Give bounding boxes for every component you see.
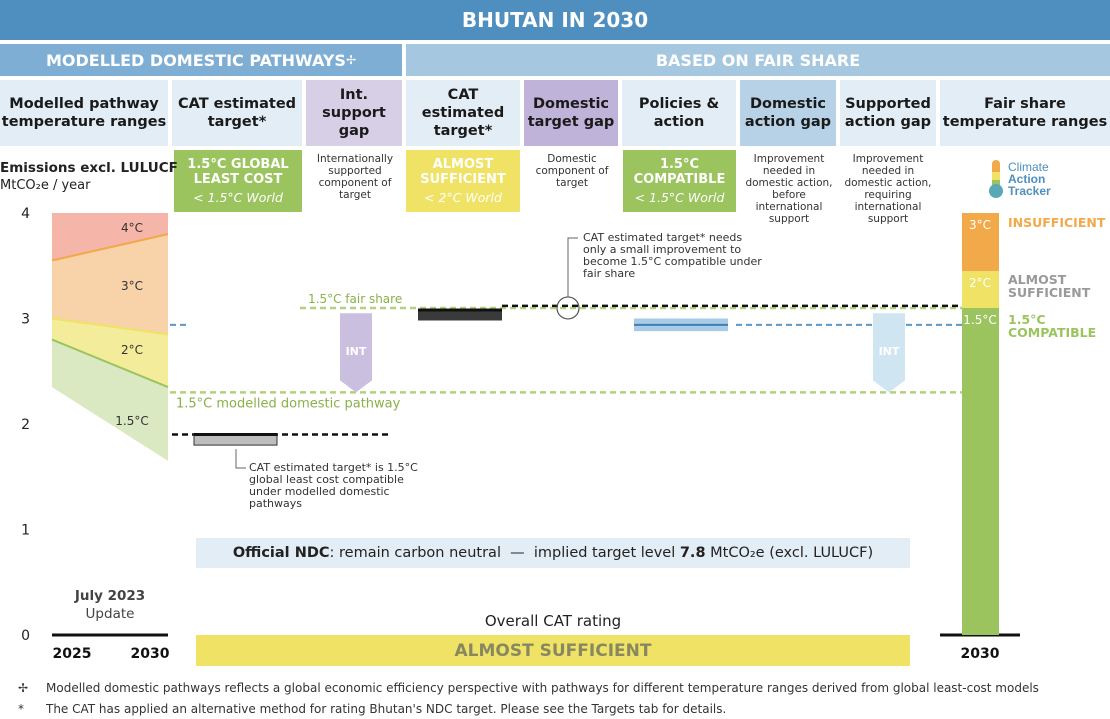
col-domestic-target-gap: Domestic target gap	[524, 80, 618, 146]
annotation-fair-target: CAT estimated target* needs only a small…	[583, 231, 762, 280]
modelled-label-3: 1.5°C	[115, 414, 148, 428]
y-tick-1: 1	[21, 523, 30, 539]
annotation-modelled-target: CAT estimated target* is 1.5°C global le…	[249, 461, 418, 510]
ndc-bold: Official NDC	[232, 545, 330, 561]
int-arrow-1-label: INT	[346, 345, 367, 358]
band-3c	[52, 234, 168, 335]
modelled-label-2: 2°C	[121, 343, 143, 357]
modelled-header-text: MODELLED DOMESTIC PATHWAYS	[46, 50, 346, 70]
ndc-box: Official NDC: remain carbon neutral — im…	[196, 538, 910, 568]
int-arrow-1	[340, 313, 372, 393]
callout-modelled	[235, 449, 246, 469]
int-arrow-2	[873, 313, 905, 393]
band-15c	[52, 339, 168, 461]
modelled-label-0: 4°C	[121, 221, 143, 235]
boundary-0	[51, 233, 169, 262]
desc-domestic-action-gap: Improvement needed in domestic action, b…	[745, 153, 833, 225]
modelled-header-mark: ✢	[345, 53, 356, 67]
fair-band-label-0: 1.5°C	[963, 313, 996, 327]
desc-domestic-target-gap: Domestic component of target	[535, 153, 609, 189]
title-bar: BHUTAN IN 2030	[0, 0, 1110, 40]
rating-fair-target: ALMOST SUFFICIENT < 2°C World	[406, 150, 520, 212]
chart-title: BHUTAN IN 2030	[461, 8, 649, 32]
logo-line3: Tracker	[1008, 184, 1051, 198]
overall-rating: ALMOST SUFFICIENT	[196, 635, 910, 666]
logo-line2: Action	[1008, 172, 1046, 186]
x-tick-2025: 2025	[53, 646, 92, 662]
fair-label-insufficient: INSUFFICIENT	[1008, 215, 1106, 230]
fair-band-label-2: 3°C	[969, 218, 991, 232]
y-axis-label-bold: Emissions excl. LULUCF	[0, 160, 178, 176]
boundary-2	[51, 338, 169, 389]
rating-modelled-target: 1.5°C GLOBAL LEAST COST < 1.5°C World	[174, 150, 302, 212]
fair-header-text: BASED ON FAIR SHARE	[655, 50, 861, 70]
fair-band-label-1: 2°C	[969, 276, 991, 290]
footnote-1: ✢Modelled domestic pathways reflects a g…	[18, 681, 1039, 695]
callout-fair	[567, 237, 578, 297]
col-cat-target-fair: CAT estimated target*	[406, 80, 520, 146]
y-tick-2: 2	[21, 417, 30, 433]
fair-header: BASED ON FAIR SHARE	[406, 44, 1110, 76]
cat-target-modelled-bar	[193, 434, 278, 446]
update-date: July 2023	[74, 588, 146, 604]
fair-label-compatible-1: 1.5°C	[1008, 312, 1046, 327]
overall-label: Overall CAT rating	[484, 612, 622, 630]
y-tick-0: 0	[21, 628, 30, 644]
desc-int-support-gap: Internationally supported component of t…	[316, 153, 394, 201]
int-arrow-2-label: INT	[879, 345, 900, 358]
modelled-15-label: 1.5°C modelled domestic pathway	[176, 396, 401, 411]
fair-band-1	[962, 271, 999, 308]
y-tick-3: 3	[21, 312, 30, 328]
desc-supported-action-gap: Improvement needed in domestic action, r…	[844, 153, 932, 225]
fair-label-compatible-2: COMPATIBLE	[1008, 325, 1096, 340]
logo-line1: Climate	[1008, 160, 1049, 174]
x-tick-fair-2030: 2030	[961, 646, 1000, 662]
ndc-text: : remain carbon neutral — implied target…	[329, 545, 680, 561]
boundary-1	[51, 317, 169, 336]
update-text: Update	[85, 606, 135, 622]
col-domestic-action-gap: Domestic action gap	[740, 80, 836, 146]
y-tick-4: 4	[21, 206, 30, 222]
thermometer-icon	[989, 160, 1003, 198]
band-2c	[52, 318, 168, 388]
ndc-value: 7.8	[679, 545, 706, 561]
fair-share-15-label: 1.5°C fair share	[308, 292, 402, 306]
col-modelled-ranges: Modelled pathway temperature ranges	[0, 80, 168, 146]
modelled-label-1: 3°C	[121, 279, 143, 293]
col-cat-target-modelled: CAT estimated target*	[172, 80, 302, 146]
col-supported-action-gap: Supported action gap	[840, 80, 936, 146]
fair-band-2	[962, 213, 999, 272]
rating-policies-action: 1.5°C COMPATIBLE < 1.5°C World	[623, 150, 736, 212]
footnote-2: *The CAT has applied an alternative meth…	[18, 702, 727, 716]
band-4c	[52, 213, 168, 261]
update-label: July 2023 Update	[52, 587, 168, 623]
col-int-support-gap: Int. support gap	[306, 80, 402, 146]
col-policies-action: Policies & action	[622, 80, 736, 146]
y-axis-label: Emissions excl. LULUCF MtCO₂e / year	[0, 160, 178, 194]
x-tick-2030: 2030	[131, 646, 170, 662]
cat-logo: Climate Action Tracker	[986, 158, 1076, 202]
modelled-header: MODELLED DOMESTIC PATHWAYS✢	[0, 44, 402, 76]
ndc-unit: MtCO₂e (excl. LULUCF)	[705, 545, 874, 561]
fair-label-almost-1: ALMOST	[1008, 272, 1067, 287]
col-fair-share-ranges: Fair share temperature ranges	[940, 80, 1110, 146]
cat-target-fair-bar	[418, 309, 502, 321]
y-axis-label-unit: MtCO₂e / year	[0, 178, 91, 193]
fair-label-almost-2: SUFFICIENT	[1008, 285, 1091, 300]
fair-band-0	[962, 307, 999, 635]
overall-rating-value: ALMOST SUFFICIENT	[454, 640, 652, 661]
